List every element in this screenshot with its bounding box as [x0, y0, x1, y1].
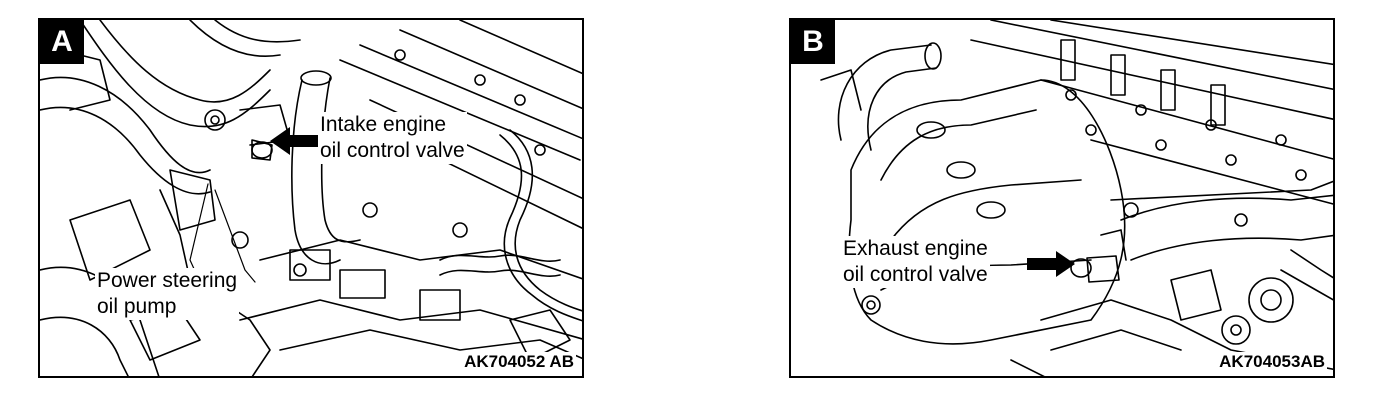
label-pump-line2: oil pump [97, 295, 177, 318]
label-intake-line2: oil control valve [320, 139, 465, 162]
figure-code-b: AK704053AB [1217, 352, 1327, 372]
arrow-intake-valve [270, 127, 322, 155]
engine-illustration-a [40, 20, 582, 376]
figure-panel-a: A [38, 18, 584, 378]
figure-code-a: AK704052 AB [462, 352, 576, 372]
label-exhaust-line1: Exhaust engine [843, 237, 988, 260]
label-power-steering-pump: Power steering oil pump [95, 268, 240, 320]
label-intake-valve: Intake engine oil control valve [318, 112, 467, 164]
label-exhaust-line2: oil control valve [843, 263, 988, 286]
figure-panel-b: B [789, 18, 1335, 378]
label-intake-line1: Intake engine [320, 113, 447, 136]
engine-illustration-b [820, 20, 1333, 376]
panel-letter-a: A [40, 20, 84, 64]
label-pump-line1: Power steering [97, 269, 238, 292]
arrow-exhaust-valve [1027, 251, 1075, 277]
panel-letter-b: B [791, 20, 835, 64]
label-exhaust-valve: Exhaust engine oil control valve [841, 236, 990, 288]
